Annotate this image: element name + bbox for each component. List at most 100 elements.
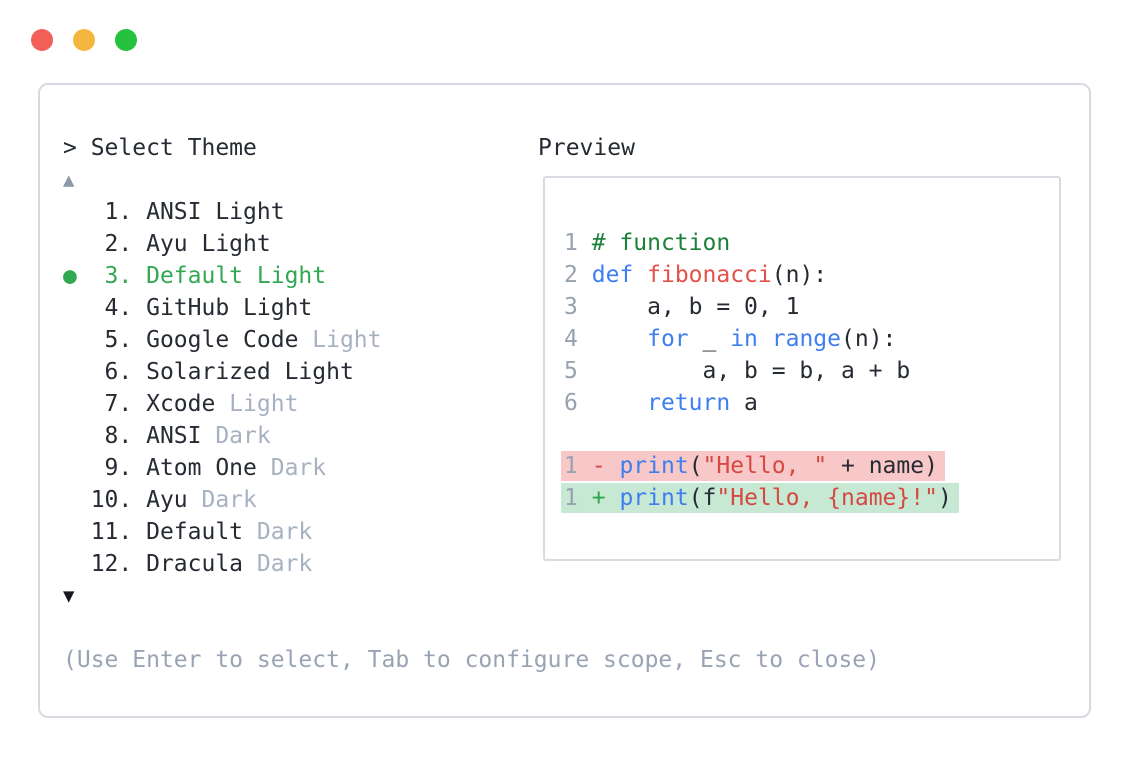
bullet-spacer — [63, 199, 91, 225]
theme-list: 1. ANSI Light 2. Ayu Light● 3. Default L… — [63, 196, 382, 580]
line-number: 1 — [564, 230, 578, 256]
theme-item-label: Dracula — [146, 551, 244, 577]
code-line: 2 def fibonacci(n): — [564, 259, 959, 291]
theme-item-number: 2. — [90, 231, 147, 257]
theme-picker-panel: > Select Theme ▲ 1. ANSI Light 2. Ayu Li… — [38, 83, 1091, 718]
theme-item-number: 9. — [90, 455, 147, 481]
theme-item-label: ANSI Light — [146, 199, 285, 225]
code-token-keyword: print — [619, 485, 689, 511]
code-token-keyword: print — [619, 453, 689, 479]
code-token-function: fibonacci — [647, 262, 772, 288]
code-token-plain: (f — [688, 485, 717, 511]
theme-item-label: ANSI — [146, 423, 202, 449]
code-token-plain: + name) — [827, 453, 938, 479]
theme-item-atom-one[interactable]: 9. Atom One Dark — [63, 452, 382, 484]
diff-minus-sign: - — [591, 453, 606, 479]
bullet-spacer — [63, 359, 91, 385]
theme-item-ayu-light[interactable]: 2. Ayu Light — [63, 228, 382, 260]
theme-item-default[interactable]: 11. Default Dark — [63, 516, 382, 548]
minimize-button[interactable] — [73, 29, 95, 51]
select-theme-prompt: > Select Theme — [63, 135, 257, 161]
theme-item-github-light[interactable]: 4. GitHub Light — [63, 292, 382, 324]
theme-item-label: Xcode — [146, 391, 216, 417]
theme-item-label: Ayu — [146, 487, 188, 513]
code-line: 6 return a — [564, 387, 959, 419]
theme-item-label: Default — [146, 519, 244, 545]
theme-item-label-muted: Dark — [243, 519, 313, 545]
theme-item-label: Solarized Light — [146, 359, 354, 385]
theme-item-label: Default Light — [146, 263, 327, 289]
bullet-spacer — [63, 551, 91, 577]
code-token-keyword: range — [771, 326, 842, 352]
theme-item-label: Atom One — [146, 455, 257, 481]
code-token-keyword: in — [730, 326, 758, 352]
theme-item-label-muted: Dark — [201, 423, 271, 449]
code-token-keyword: return — [647, 390, 731, 416]
keyboard-hint: (Use Enter to select, Tab to configure s… — [63, 647, 880, 673]
theme-item-number: 11. — [90, 519, 147, 545]
code-line: 3 a, b = 0, 1 — [564, 291, 959, 323]
line-number: 2 — [564, 262, 578, 288]
bullet-spacer — [63, 519, 91, 545]
line-number: 1 — [564, 485, 578, 511]
theme-item-google-code[interactable]: 5. Google Code Light — [63, 324, 382, 356]
theme-item-number: 4. — [90, 295, 147, 321]
theme-item-number: 6. — [90, 359, 147, 385]
theme-item-number: 7. — [90, 391, 147, 417]
diff-line-added: 1 + print(f"Hello, {name}!") — [561, 483, 959, 515]
theme-item-number: 12. — [90, 551, 147, 577]
code-token-comment: # function — [591, 230, 731, 256]
theme-item-number: 1. — [90, 199, 147, 225]
code-token-plain: a — [730, 390, 758, 416]
diff-plus-sign: + — [591, 485, 606, 511]
code-line: 1 # function — [564, 227, 959, 259]
bullet-spacer — [63, 327, 91, 353]
bullet-spacer — [63, 231, 91, 257]
line-number: 5 — [564, 358, 578, 384]
theme-item-number: 5. — [90, 327, 147, 353]
code-line — [564, 419, 959, 451]
theme-item-default-light[interactable]: ● 3. Default Light — [63, 260, 382, 292]
code-token-plain: _ — [688, 326, 731, 352]
theme-item-number: 8. — [90, 423, 147, 449]
theme-item-ansi[interactable]: 8. ANSI Dark — [63, 420, 382, 452]
diff-highlight-added: 1 + print(f"Hello, {name}!") — [561, 483, 959, 513]
theme-item-xcode[interactable]: 7. Xcode Light — [63, 388, 382, 420]
preview-label: Preview — [538, 135, 635, 161]
theme-item-number: 3. — [90, 263, 147, 289]
code-token-plain: (n): — [841, 326, 897, 352]
scroll-down-icon[interactable]: ▼ — [63, 585, 75, 607]
bullet-spacer — [63, 487, 91, 513]
theme-list-column: > Select Theme ▲ 1. ANSI Light 2. Ayu Li… — [63, 132, 382, 612]
code-token-plain — [592, 326, 647, 352]
line-number: 6 — [564, 390, 578, 416]
bullet-spacer — [63, 455, 91, 481]
code-token-plain: a, b = 0, 1 — [591, 294, 800, 320]
theme-item-solarized-light[interactable]: 6. Solarized Light — [63, 356, 382, 388]
bullet-spacer — [63, 391, 91, 417]
code-token-plain — [758, 326, 772, 352]
scroll-up-icon[interactable]: ▲ — [63, 169, 75, 191]
theme-item-ayu[interactable]: 10. Ayu Dark — [63, 484, 382, 516]
code-token-string: "Hello, {name}!" — [716, 485, 938, 511]
theme-item-dracula[interactable]: 12. Dracula Dark — [63, 548, 382, 580]
theme-item-ansi-light[interactable]: 1. ANSI Light — [63, 196, 382, 228]
theme-item-label-muted: Dark — [256, 455, 327, 481]
code-token-plain — [633, 262, 647, 288]
bullet-spacer — [63, 295, 91, 321]
code-line: 5 a, b = b, a + b — [564, 355, 959, 387]
line-number: 1 — [564, 453, 578, 479]
close-button[interactable] — [31, 29, 53, 51]
line-number: 4 — [564, 326, 578, 352]
code-token-plain: ( — [688, 453, 703, 479]
selected-bullet-icon: ● — [63, 263, 91, 289]
zoom-button[interactable] — [115, 29, 137, 51]
line-number: 3 — [564, 294, 578, 320]
code-token-plain: ) — [937, 485, 952, 511]
code-token-plain: (n): — [771, 262, 828, 288]
code-token-keyword: def — [591, 262, 634, 288]
code-token-plain — [592, 390, 647, 416]
theme-item-label-muted: Light — [298, 327, 382, 353]
